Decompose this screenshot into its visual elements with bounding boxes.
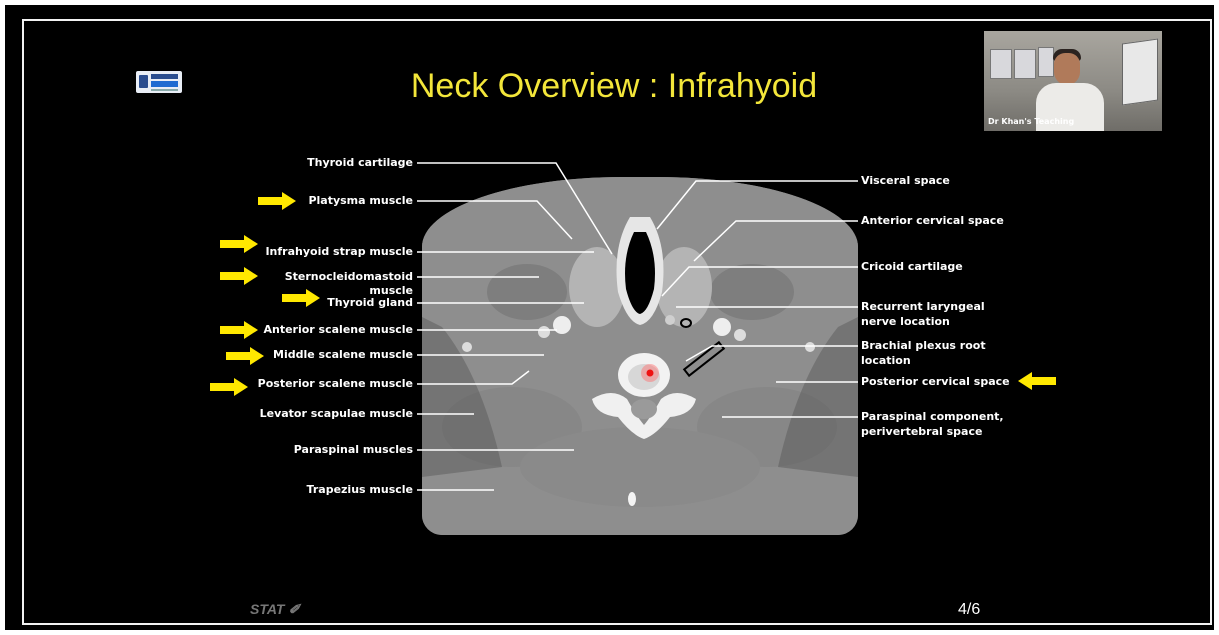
label-brachial-plexus: Brachial plexus root — [861, 339, 986, 353]
label-trapezius: Trapezius muscle — [307, 483, 413, 497]
label-sternocleidomastoid: Sternocleidomastoid — [285, 270, 413, 284]
label-paraspinal-component: Paraspinal component, — [861, 410, 1004, 424]
label-platysma: Platysma muscle — [308, 194, 413, 208]
yellow-arrow-icon — [220, 321, 258, 339]
label-cricoid-cartilage: Cricoid cartilage — [861, 260, 963, 274]
page-indicator: 4/6 — [958, 601, 980, 619]
yellow-arrow-icon — [1018, 372, 1056, 390]
slide-border: Neck Overview : Infrahyoid Dr Khan's Tea… — [22, 19, 1212, 625]
yellow-arrow-icon — [220, 267, 258, 285]
label-paraspinal-component-line2: perivertebral space — [861, 425, 982, 439]
yellow-arrow-icon — [258, 192, 296, 210]
leader-lines — [24, 21, 1214, 627]
presentation-slide: Neck Overview : Infrahyoid Dr Khan's Tea… — [24, 21, 1210, 623]
label-infrahyoid-strap: Infrahyoid strap muscle — [265, 245, 413, 259]
yellow-arrow-icon — [220, 235, 258, 253]
label-visceral-space: Visceral space — [861, 174, 950, 188]
yellow-arrow-icon — [226, 347, 264, 365]
label-recurrent-laryngeal-line2: nerve location — [861, 315, 950, 329]
label-recurrent-laryngeal: Recurrent laryngeal — [861, 300, 985, 314]
label-paraspinal-muscles: Paraspinal muscles — [294, 443, 413, 457]
label-levator-scapulae: Levator scapulae muscle — [260, 407, 413, 421]
label-anterior-cervical: Anterior cervical space — [861, 214, 1004, 228]
label-brachial-plexus-line2: location — [861, 354, 911, 368]
yellow-arrow-icon — [282, 289, 320, 307]
video-frame: Neck Overview : Infrahyoid Dr Khan's Tea… — [5, 5, 1214, 630]
label-anterior-scalene: Anterior scalene muscle — [263, 323, 413, 337]
pen-icon: ✐ — [288, 601, 300, 617]
label-thyroid-gland: Thyroid gland — [327, 296, 413, 310]
label-middle-scalene: Middle scalene muscle — [273, 348, 413, 362]
label-posterior-scalene: Posterior scalene muscle — [258, 377, 413, 391]
label-thyroid-cartilage: Thyroid cartilage — [307, 156, 413, 170]
stat-brand-label: STAT ✐ — [250, 601, 300, 618]
yellow-arrow-icon — [210, 378, 248, 396]
label-posterior-cervical: Posterior cervical space — [861, 375, 1010, 389]
